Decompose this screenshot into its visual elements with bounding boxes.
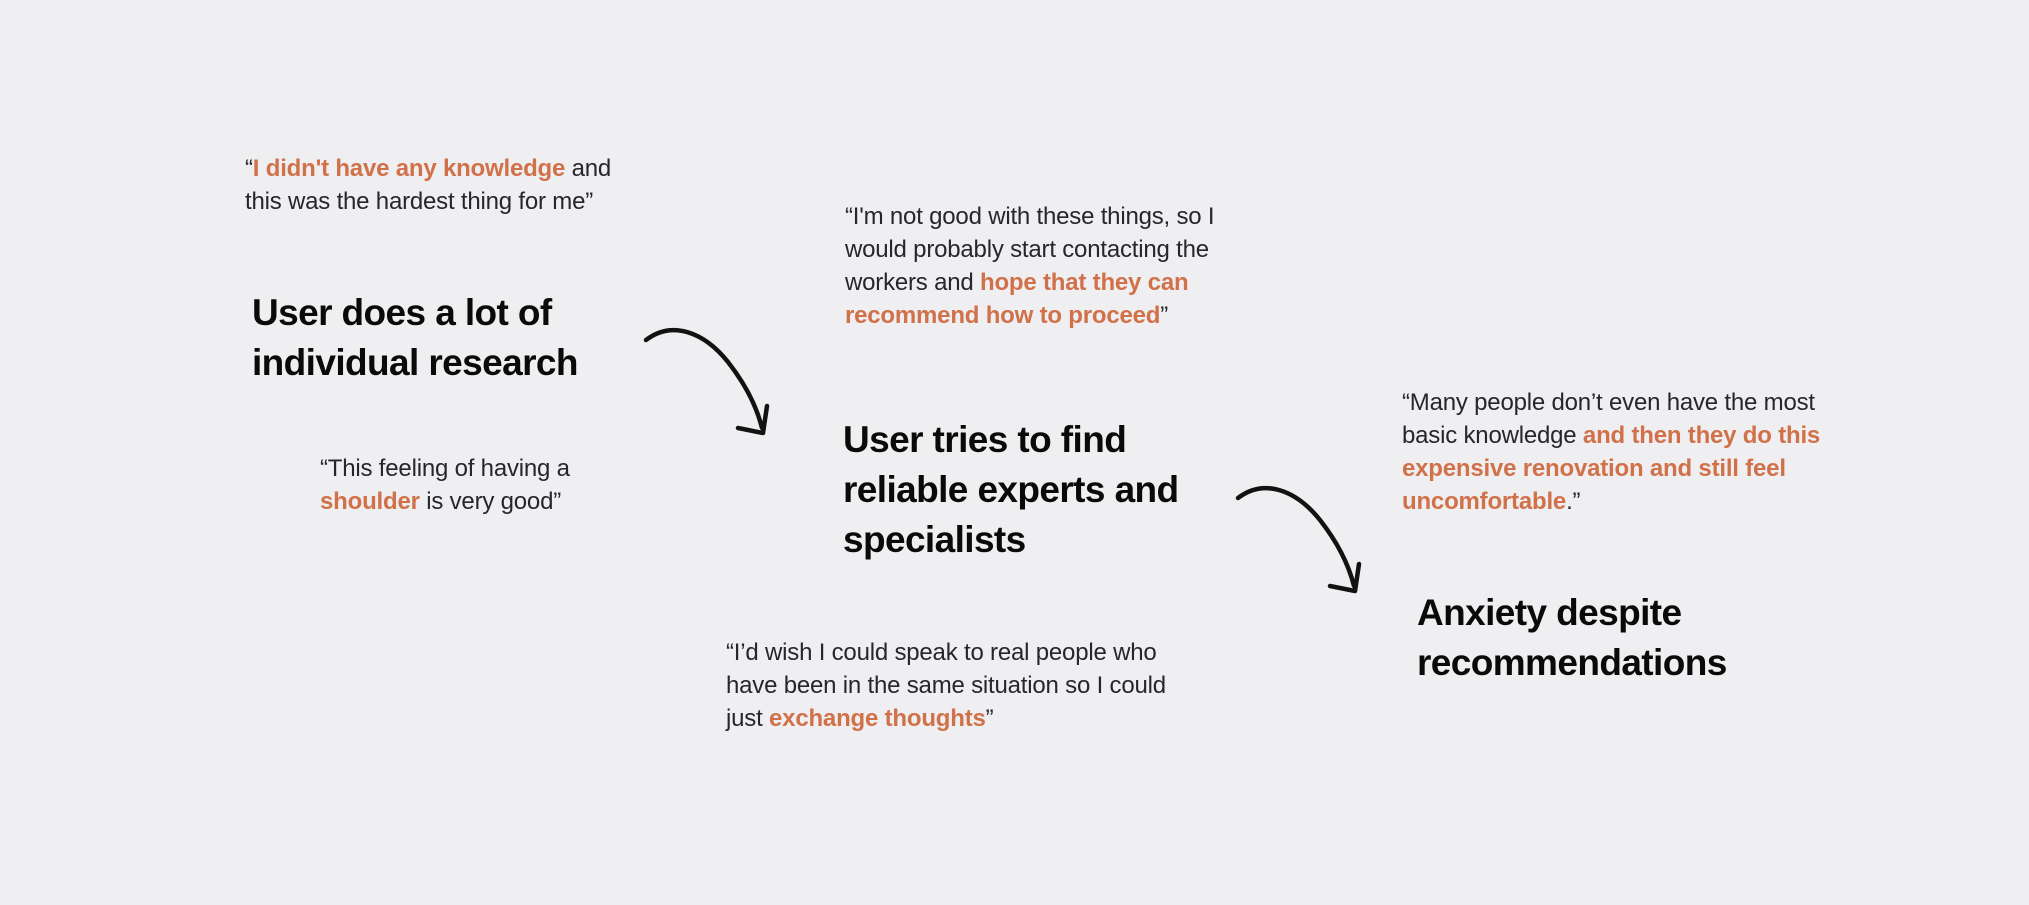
quote-text: ” [1160,302,1169,329]
quote-text: “ [245,155,253,182]
quote-text: “I’d wish I could speak to real people w… [726,639,1166,732]
quote-text: is very good” [419,488,562,515]
quote-text: ” [985,705,994,732]
quote-text: “Many people don’t even have the most ba… [1402,389,1815,449]
quote-text: “I'm not good with these things, so I wo… [845,203,1215,296]
quote-text: .” [1566,488,1581,515]
quote-text: and this was the hardest thing for me” [245,155,612,215]
quote-no-knowledge: “I didn't have any knowledge and this wa… [245,152,645,218]
quote-text: “This feeling of having a [320,455,570,482]
quote-shoulder: “This feeling of having a shoulder is ve… [320,452,620,518]
quote-exchange-thoughts: “I’d wish I could speak to real people w… [726,636,1206,735]
flow-arrow-1 [643,327,770,436]
quote-expensive-renovation: “Many people don’t even have the most ba… [1402,386,1857,518]
quote-highlight: hope that they can recommend how to proc… [845,269,1189,329]
stage-title-individual-research: User does a lot of individual research [252,292,578,383]
quote-highlight: shoulder [320,488,420,515]
quote-highlight: and then they do this expensive renovati… [1402,422,1821,515]
stage-title-anxiety: Anxiety despite recommendations [1417,592,1727,683]
quote-highlight: exchange thoughts [769,705,986,732]
quote-highlight: I didn't have any knowledge [252,155,566,182]
stage-title-find-experts: User tries to find reliable experts and … [843,419,1179,560]
flow-arrow-2 [1235,485,1362,594]
quote-contact-workers: “I'm not good with these things, so I wo… [845,200,1270,332]
